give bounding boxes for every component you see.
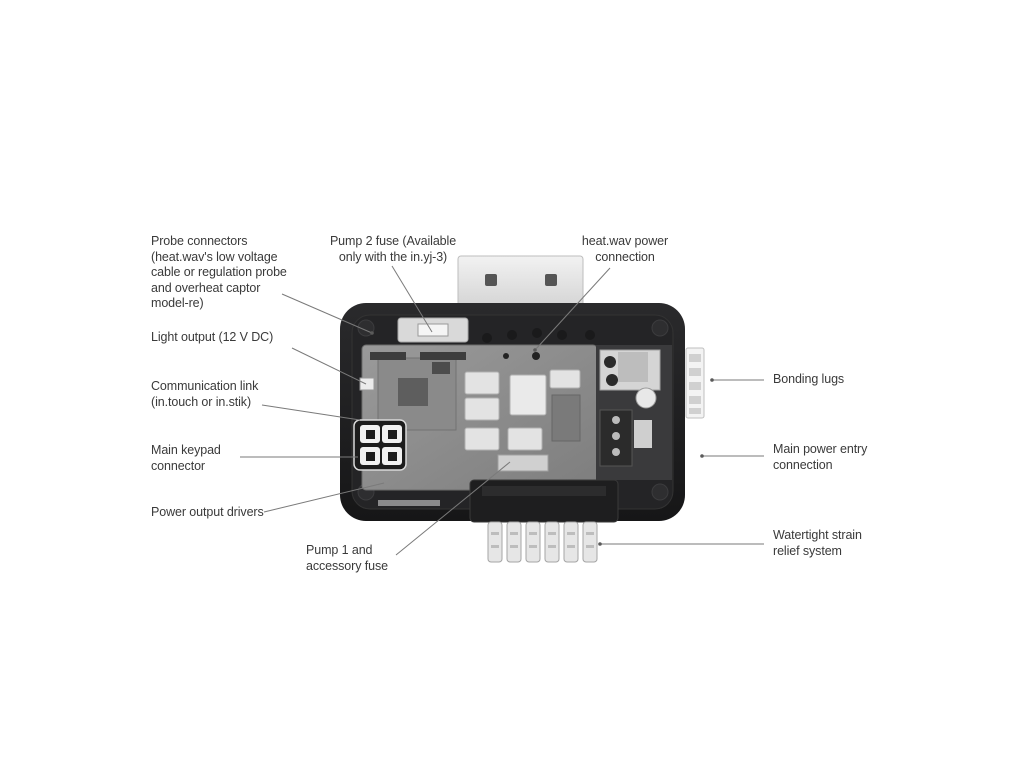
label-light-output: Light output (12 V DC)	[151, 330, 274, 344]
leader-heatwav-power	[534, 267, 611, 351]
leader-lines	[240, 265, 764, 556]
cable-gland	[487, 521, 598, 563]
label-strain-relief: Watertight strain relief system	[773, 528, 862, 558]
screw-boss	[651, 483, 669, 501]
mounting-bracket	[457, 255, 584, 309]
leader-power-output-drivers	[263, 482, 385, 513]
power-section	[596, 345, 672, 480]
relay	[509, 374, 547, 416]
leader-pump1-fuse	[395, 461, 511, 556]
label-probe-connectors: Probe connectors (heat.wav's low voltage…	[151, 234, 287, 310]
label-main-power-entry: Main power entry connection	[773, 442, 868, 472]
label-pump2-fuse: Pump 2 fuse (Available only with the in.…	[329, 234, 457, 264]
screw-boss	[651, 319, 669, 337]
keypad-connectors	[353, 377, 407, 471]
label-bonding-lugs: Bonding lugs	[773, 372, 845, 386]
pump2-fuse-holder	[397, 317, 469, 343]
label-pump1-fuse: Pump 1 and accessory fuse	[306, 543, 388, 573]
relay	[549, 369, 581, 389]
relay	[507, 427, 543, 451]
label-heatwav-power: heat.wav power connection	[581, 234, 669, 264]
leader-communication-link	[261, 404, 361, 421]
main-pcb	[361, 344, 598, 491]
leader-light-output	[291, 347, 367, 385]
relay	[464, 427, 500, 451]
relay	[464, 397, 500, 421]
strain-relief-system	[469, 479, 619, 563]
label-communication-link: Communication link (in.touch or in.stik)	[151, 379, 259, 409]
label-power-output-drivers: Power output drivers	[151, 505, 264, 519]
relay	[464, 371, 500, 395]
leader-pump2-fuse	[391, 265, 433, 333]
bonding-lugs	[685, 347, 705, 419]
leader-probe-connectors	[281, 293, 373, 334]
label-main-keypad: Main keypad connector	[151, 443, 221, 473]
